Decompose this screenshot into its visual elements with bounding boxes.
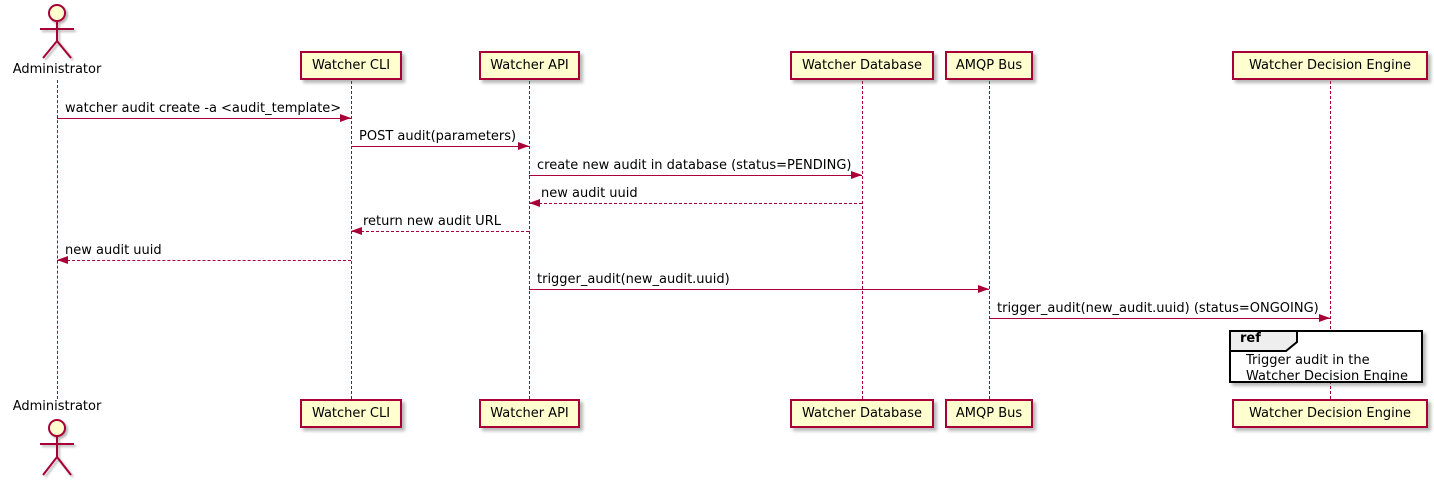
participant-label: Watcher API	[490, 58, 569, 73]
ref-text-line: Trigger audit in the	[1246, 353, 1370, 368]
actor-icon-administrator-top	[40, 4, 74, 59]
participant-amqp-bus-bottom: AMQP Bus	[945, 399, 1033, 428]
participant-label: AMQP Bus	[955, 58, 1023, 73]
message-line	[989, 318, 1330, 319]
ref-body: Trigger audit in the Watcher Decision En…	[1246, 353, 1408, 385]
participant-amqp-bus-top: AMQP Bus	[945, 51, 1033, 80]
participant-label: Watcher Decision Engine	[1249, 58, 1411, 73]
ref-keyword: ref	[1240, 331, 1261, 346]
actor-icon-administrator-bottom	[40, 419, 74, 476]
lifeline-amqp-bus	[989, 81, 990, 399]
participant-watcher-database-top: Watcher Database	[790, 51, 934, 80]
participant-label: AMQP Bus	[955, 406, 1023, 421]
participant-label: Watcher Decision Engine	[1249, 406, 1411, 421]
message-line	[529, 203, 862, 204]
participant-watcher-cli-top: Watcher CLI	[300, 51, 402, 80]
ref-pentagon-icon	[1229, 330, 1298, 352]
message-label: POST audit(parameters)	[359, 129, 517, 144]
message-label: watcher audit create -a <audit_template>	[65, 101, 342, 116]
arrowhead-left-icon	[57, 256, 68, 264]
lifeline-watcher-decision-engine	[1330, 81, 1331, 399]
participant-label: Watcher CLI	[311, 406, 391, 421]
participant-watcher-api-top: Watcher API	[479, 51, 580, 80]
participant-label: Watcher API	[490, 406, 569, 421]
actor-label-administrator-bottom: Administrator	[12, 399, 102, 414]
participant-label: Watcher Database	[802, 406, 922, 421]
message-label: trigger_audit(new_audit.uuid)	[537, 272, 730, 287]
lifeline-watcher-database	[862, 81, 863, 399]
actor-label-administrator-top: Administrator	[12, 62, 102, 77]
message-line	[57, 118, 351, 119]
arrowhead-right-icon	[978, 285, 989, 293]
arrowhead-right-icon	[340, 114, 351, 122]
message-label: new audit uuid	[65, 243, 162, 258]
arrowhead-left-icon	[529, 199, 540, 207]
message-line	[351, 231, 529, 232]
arrowhead-right-icon	[518, 142, 529, 150]
participant-label: Watcher Database	[802, 58, 922, 73]
ref-fragment: ref Trigger audit in the Watcher Decisio…	[1229, 330, 1423, 385]
participant-watcher-decision-engine-bottom: Watcher Decision Engine	[1232, 399, 1428, 428]
lifeline-administrator	[57, 80, 58, 399]
message-label: return new audit URL	[363, 214, 501, 229]
arrowhead-left-icon	[351, 227, 362, 235]
participant-watcher-api-bottom: Watcher API	[479, 399, 580, 428]
ref-text-line: Watcher Decision Engine	[1246, 369, 1408, 384]
participant-watcher-cli-bottom: Watcher CLI	[300, 399, 402, 428]
lifeline-watcher-cli	[351, 81, 352, 399]
message-line	[529, 175, 862, 176]
participant-watcher-decision-engine-top: Watcher Decision Engine	[1232, 51, 1428, 80]
lifeline-watcher-api	[529, 81, 530, 399]
message-label: new audit uuid	[541, 186, 638, 201]
arrowhead-right-icon	[851, 171, 862, 179]
message-label: create new audit in database (status=PEN…	[537, 158, 852, 173]
arrowhead-right-icon	[1319, 314, 1330, 322]
ref-header: ref	[1229, 330, 1299, 352]
message-line	[529, 289, 989, 290]
participant-label: Watcher CLI	[311, 58, 391, 73]
message-line	[351, 146, 529, 147]
message-label: trigger_audit(new_audit.uuid) (status=ON…	[997, 301, 1319, 316]
message-line	[57, 260, 351, 261]
participant-watcher-database-bottom: Watcher Database	[790, 399, 934, 428]
